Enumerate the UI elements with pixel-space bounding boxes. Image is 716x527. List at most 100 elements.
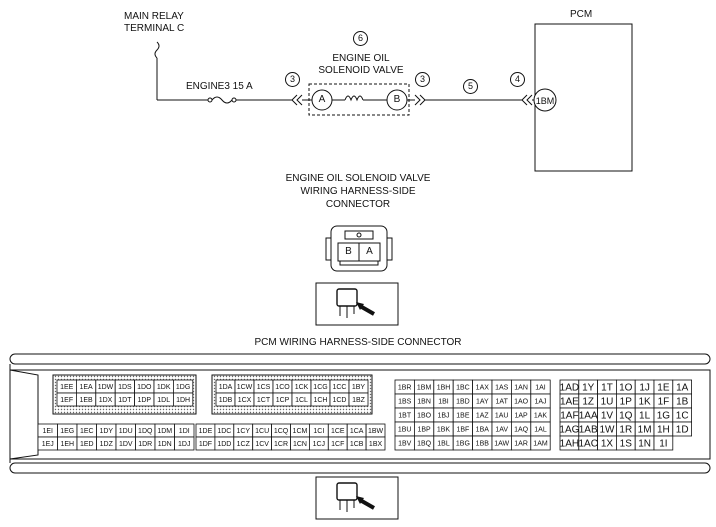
pin-label-block3: 1AW <box>494 441 509 448</box>
pin-label-block2-top: 1CK <box>295 384 309 391</box>
valve-connector-pin-a: A <box>366 246 373 257</box>
pin-label-block3: 1BT <box>398 413 412 420</box>
pin-label-block1-top: 1DW <box>98 384 114 391</box>
pin-label-block1-bottom: 1DM <box>157 428 172 435</box>
pin-label-block2-bottom: 1BW <box>368 428 384 435</box>
pin-label-block4: 1R <box>619 425 632 436</box>
pin-label-block2-bottom: 1CJ <box>313 441 325 448</box>
pin-label-block2-bottom: 1CF <box>331 441 344 448</box>
pin-label-block3: 1BC <box>456 385 470 392</box>
pin-label-block4: 1I <box>659 439 667 450</box>
pin-label-block3: 1BR <box>398 385 412 392</box>
fuse-label: ENGINE3 15 A <box>186 81 253 92</box>
pin-label-block2-top: 1CG <box>313 384 327 391</box>
pin-label-block4: 1C <box>676 411 689 422</box>
pin-label-block3: 1BH <box>437 385 451 392</box>
pin-label-block3: 1AP <box>514 413 528 420</box>
pin-label-block3: 1AS <box>495 385 509 392</box>
pin-label-block1-bottom: 1DN <box>158 441 172 448</box>
valve-label-2: SOLENOID VALVE <box>318 65 404 76</box>
pin-label-block1-top: 1DG <box>176 384 190 391</box>
pin-label-block1-bottom: 1EJ <box>42 441 54 448</box>
pin-label-block1-bottom: 1EH <box>60 441 74 448</box>
pin-cell <box>653 435 674 451</box>
pin-label-block2-bottom: 1CZ <box>237 441 251 448</box>
pin-label-block1-bottom: 1DR <box>138 441 152 448</box>
pin-label-block3: 1BF <box>456 427 469 434</box>
pin-label-block3: 1AQ <box>514 427 529 434</box>
pin-label-block4: 1H <box>657 425 670 436</box>
pin-label-block2-bottom: 1DD <box>217 441 231 448</box>
pin-label-block3: 1AJ <box>534 399 546 406</box>
pin-label-block4: 1Q <box>619 411 633 422</box>
pin-label-block2-top: 1CO <box>275 384 290 391</box>
pin-label-block4: 1AE <box>560 397 579 408</box>
pin-label-block2-bottom: 1DE <box>199 428 213 435</box>
pin-label-block3: 1AN <box>514 385 528 392</box>
pin-label-block2-bottom: 1CI <box>313 428 324 435</box>
callout-5: 5 <box>463 79 478 94</box>
pin-label-block1-top: 1DT <box>118 397 132 404</box>
pin-label-block1-bottom: 1EC <box>80 428 94 435</box>
pin-label-block1-bottom: 1DI <box>179 428 190 435</box>
main-relay-label: MAIN RELAY <box>124 11 184 22</box>
pin-label-block4: 1X <box>601 439 614 450</box>
pin-label-block1-bottom: 1EI <box>42 428 53 435</box>
pin-label-block4: 1AB <box>579 425 598 436</box>
pin-label-block2-bottom: 1CQ <box>274 428 289 435</box>
pin-cell <box>174 436 195 451</box>
pin-label-block1-top: 1DS <box>118 384 132 391</box>
callout-6: 6 <box>353 31 368 46</box>
pin-label-block4: 1AD <box>560 383 579 394</box>
pin-label-block1-bottom: 1EG <box>60 428 74 435</box>
valve-connector-title-2: WIRING HARNESS-SIDE <box>300 186 416 197</box>
pin-label-block1-bottom: 1DJ <box>178 441 190 448</box>
callout-4: 4 <box>510 72 525 87</box>
pin-label-block4: 1AF <box>560 411 578 422</box>
pin-label-block1-top: 1DK <box>157 384 171 391</box>
pin-label-block3: 1BK <box>437 427 451 434</box>
pin-label-block1-top: 1DX <box>99 397 113 404</box>
pin-label-block3: 1AZ <box>476 413 490 420</box>
pin-label-block4: 1J <box>639 383 650 394</box>
pin-label-block2-top: 1CT <box>257 397 271 404</box>
pin-label-block3: 1BL <box>437 441 450 448</box>
pin-label-block4: 1AC <box>578 439 597 450</box>
pin-label-block4: 1D <box>676 425 689 436</box>
pin-label-block4: 1Z <box>582 397 594 408</box>
pin-label-block4: 1L <box>639 411 651 422</box>
pin-label-block2-bottom: 1CE <box>331 428 345 435</box>
pin-label-block2-top: 1BZ <box>352 397 366 404</box>
pin-label-block4: 1U <box>601 397 614 408</box>
pin-label-block2-top: 1DA <box>219 384 233 391</box>
pin-label-block1-bottom: 1DZ <box>100 441 114 448</box>
pin-label-block2-bottom: 1CM <box>293 428 308 435</box>
pin-label-block2-top: 1CW <box>237 384 253 391</box>
pin-label-block3: 1AL <box>534 427 547 434</box>
pin-label-block2-bottom: 1DC <box>217 428 231 435</box>
pin-label-block3: 1AO <box>514 399 529 406</box>
pin-label-block1-bottom: 1DY <box>99 428 113 435</box>
pin-label-block3: 1BA <box>476 427 490 434</box>
pin-label-block2-top: 1CX <box>238 397 252 404</box>
pin-label-block1-top: 1EF <box>60 397 73 404</box>
pin-label-block1-bottom: 1DV <box>119 441 133 448</box>
valve-connector-pin-b: B <box>345 246 352 257</box>
pin-label-block3: 1BQ <box>417 441 432 448</box>
pin-label-block1-top: 1DH <box>176 397 190 404</box>
pin-label-block4: 1AH <box>560 439 579 450</box>
pin-label-block2-top: 1CS <box>257 384 271 391</box>
pin-label-block1-top: 1EB <box>79 397 93 404</box>
pin-label-block3: 1AK <box>534 413 548 420</box>
pin-label-block3: 1AY <box>476 399 489 406</box>
pin-label-block3: 1BM <box>417 385 432 392</box>
pin-label-block4: 1A <box>676 383 689 394</box>
pin-cell <box>172 392 194 407</box>
pin-label-block4: 1W <box>600 425 616 436</box>
pin-label-block3: 1BD <box>456 399 470 406</box>
pin-label-block4: 1V <box>601 411 614 422</box>
pin-label-block2-top: 1DB <box>219 397 233 404</box>
pin-label-block1-top: 1EA <box>79 384 93 391</box>
pin-cell <box>365 436 386 451</box>
